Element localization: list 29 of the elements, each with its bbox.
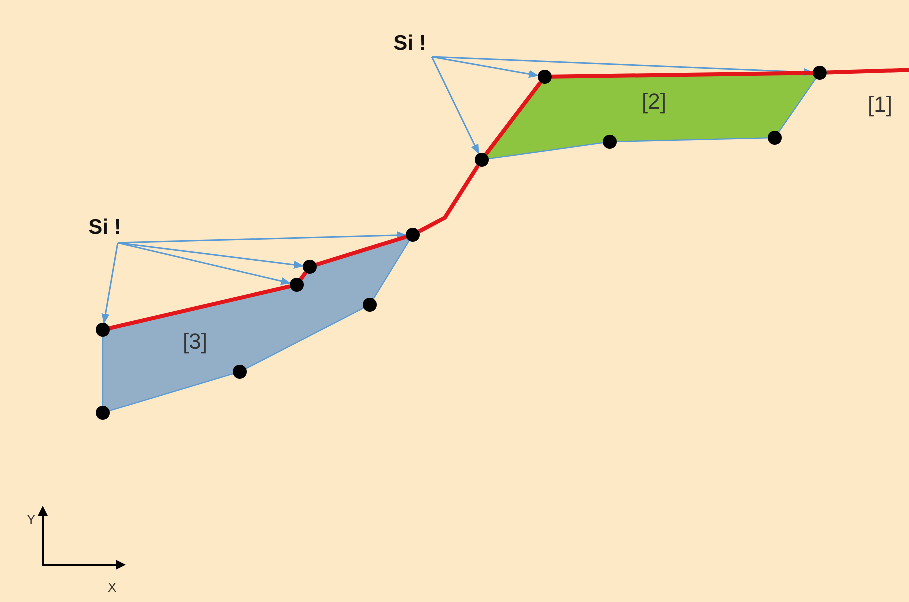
point-marker (363, 298, 377, 312)
path-line (299, 272, 308, 280)
point-marker (233, 365, 247, 379)
point-marker (768, 131, 782, 145)
point-marker (96, 406, 110, 420)
point-marker (475, 153, 489, 167)
leader-arrow (118, 242, 304, 269)
axis-label: Y (27, 512, 36, 527)
leader-arrow (118, 231, 407, 244)
leader-arrow (118, 242, 292, 286)
path-line (552, 71, 814, 79)
leader-arrow (431, 56, 480, 155)
region-label: [1] (868, 92, 892, 118)
path-line (316, 235, 407, 267)
leader-arrow (102, 242, 119, 324)
path-line (418, 164, 480, 234)
region-label: [2] (642, 90, 666, 114)
annotation-text: Si ! (383, 30, 437, 57)
path-line (484, 81, 542, 156)
point-marker (538, 70, 552, 84)
annotation-text: Si ! (78, 214, 132, 242)
region-label: [3] (183, 330, 208, 354)
axis-label: X (108, 580, 117, 595)
path-line (826, 68, 909, 75)
path-line (109, 284, 291, 330)
point-marker (303, 260, 317, 274)
point-marker (406, 228, 420, 242)
point-marker (96, 323, 110, 337)
point-marker (813, 66, 827, 80)
